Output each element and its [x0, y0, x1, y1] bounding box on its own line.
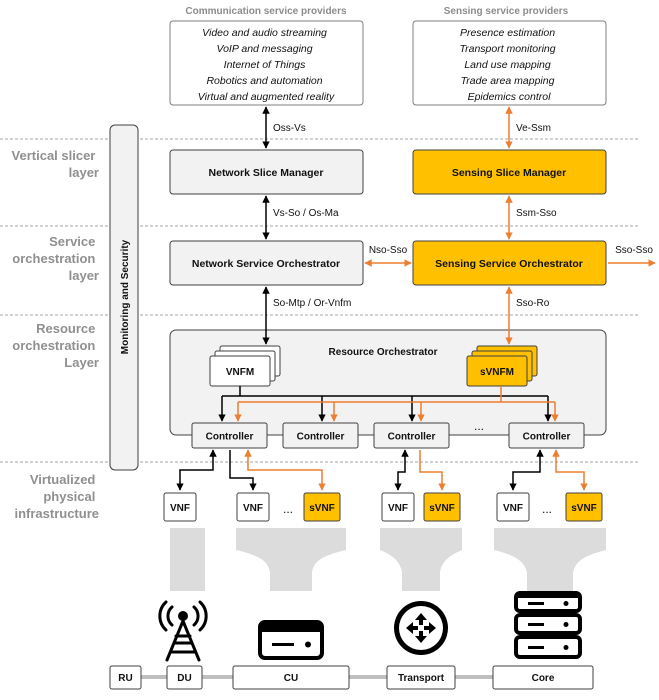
- iface-ve-ssm: Ve-Ssm: [516, 123, 551, 134]
- vnf-ellipsis-1: ...: [283, 502, 293, 516]
- controller-label: Controller: [388, 432, 436, 443]
- vnf-box-2: VNF: [236, 492, 270, 522]
- svnfm-stack: sVNFM: [466, 345, 538, 387]
- layer-label-service-orchestration: Service orchestration layer: [12, 234, 99, 283]
- resource-orchestrator-label: Resource Orchestrator: [329, 347, 438, 358]
- node-ru-label: RU: [118, 673, 132, 684]
- vnf-label: VNF: [243, 503, 263, 514]
- mapping-funnels: [170, 528, 606, 591]
- controller-label: Controller: [206, 432, 254, 443]
- monitoring-security-label: Monitoring and Security: [120, 239, 131, 354]
- iface-vs-so-os-ma: Vs-So / Os-Ma: [273, 208, 339, 219]
- controller-label: Controller: [297, 432, 345, 443]
- iface-sso-ro: Sso-Ro: [516, 298, 550, 309]
- sensing-providers-header: Sensing service providers: [444, 6, 569, 17]
- vnfm-stack: VNFM: [209, 345, 281, 387]
- controller-3: Controller: [373, 422, 450, 449]
- node-transport: Transport: [386, 665, 456, 690]
- svnf-box-1: sVNF: [303, 492, 341, 522]
- sensing-slice-manager-box: Sensing Slice Manager: [412, 149, 607, 195]
- vnf-box-1: VNF: [163, 492, 197, 522]
- node-core-label: Core: [532, 673, 555, 684]
- svnf-label: sVNF: [429, 503, 455, 514]
- server-unit-icon: [258, 620, 324, 660]
- svnf-label: sVNF: [571, 503, 597, 514]
- vnfm-label: VNFM: [226, 367, 254, 378]
- node-transport-label: Transport: [398, 673, 445, 684]
- controller-label: Controller: [523, 432, 571, 443]
- iface-so-mtp-or-vnfm: So-Mtp / Or-Vnfm: [273, 298, 351, 309]
- controller-vnf-links-orange: [244, 449, 588, 491]
- svnf-label: sVNF: [309, 503, 335, 514]
- communication-service-list: Video and audio streaming VoIP and messa…: [198, 27, 335, 103]
- layer-label-resource-orchestration: Resource orchestration Layer: [12, 321, 99, 370]
- vnf-box-4: VNF: [496, 492, 530, 522]
- network-service-orchestrator-label: Network Service Orchestrator: [192, 258, 340, 270]
- controller-ellipsis: ...: [474, 419, 484, 433]
- svnf-box-3: sVNF: [565, 492, 603, 522]
- iface-oss-vs: Oss-Vs: [273, 123, 306, 134]
- interface-links-orange: [364, 106, 656, 345]
- iface-ssm-sso: Ssm-Sso: [516, 208, 557, 219]
- controller-vnf-links-black: [176, 449, 544, 491]
- layer-label-vertical-slicer: Vertical slicer layer: [12, 148, 99, 180]
- sensing-providers-box: Presence estimation Transport monitoring…: [412, 20, 607, 106]
- monitoring-security-bar: Monitoring and Security: [109, 124, 139, 471]
- layer-label-virtualized-infrastructure: Virtualized physical infrastructure: [14, 472, 99, 521]
- svnfm-label: sVNFM: [480, 367, 514, 378]
- controller-4: Controller: [508, 422, 585, 449]
- vnf-box-3: VNF: [381, 492, 415, 522]
- vnf-label: VNF: [388, 503, 408, 514]
- radio-tower-icon: [158, 600, 208, 662]
- sensing-service-orchestrator-box: Sensing Service Orchestrator: [412, 240, 607, 286]
- node-du: DU: [166, 665, 203, 690]
- network-slice-manager-box: Network Slice Manager: [169, 149, 364, 195]
- controller-2: Controller: [282, 422, 359, 449]
- network-slice-manager-label: Network Slice Manager: [209, 167, 324, 179]
- controller-1: Controller: [191, 422, 268, 449]
- router-icon: [394, 601, 448, 655]
- iface-nso-sso: Nso-Sso: [369, 245, 408, 256]
- vnf-label: VNF: [170, 503, 190, 514]
- vnf-ellipsis-2: ...: [542, 502, 552, 516]
- communication-providers-header: Communication service providers: [185, 6, 347, 17]
- node-core: Core: [492, 665, 594, 690]
- node-cu: CU: [232, 665, 350, 690]
- sensing-slice-manager-label: Sensing Slice Manager: [452, 167, 566, 179]
- server-stack-icon: [514, 591, 582, 659]
- svnf-box-2: sVNF: [423, 492, 461, 522]
- svnfm-controller-links: [234, 386, 559, 422]
- sensing-service-orchestrator-label: Sensing Service Orchestrator: [435, 258, 583, 270]
- node-du-label: DU: [177, 673, 191, 684]
- node-ru: RU: [109, 665, 142, 690]
- node-cu-label: CU: [284, 673, 298, 684]
- vnf-label: VNF: [503, 503, 523, 514]
- communication-providers-box: Video and audio streaming VoIP and messa…: [169, 20, 364, 106]
- network-service-orchestrator-box: Network Service Orchestrator: [169, 240, 364, 286]
- vnfm-controller-links: [218, 386, 552, 422]
- iface-sso-sso: Sso-Sso: [615, 245, 653, 256]
- sensing-service-list: Presence estimation Transport monitoring…: [459, 27, 558, 103]
